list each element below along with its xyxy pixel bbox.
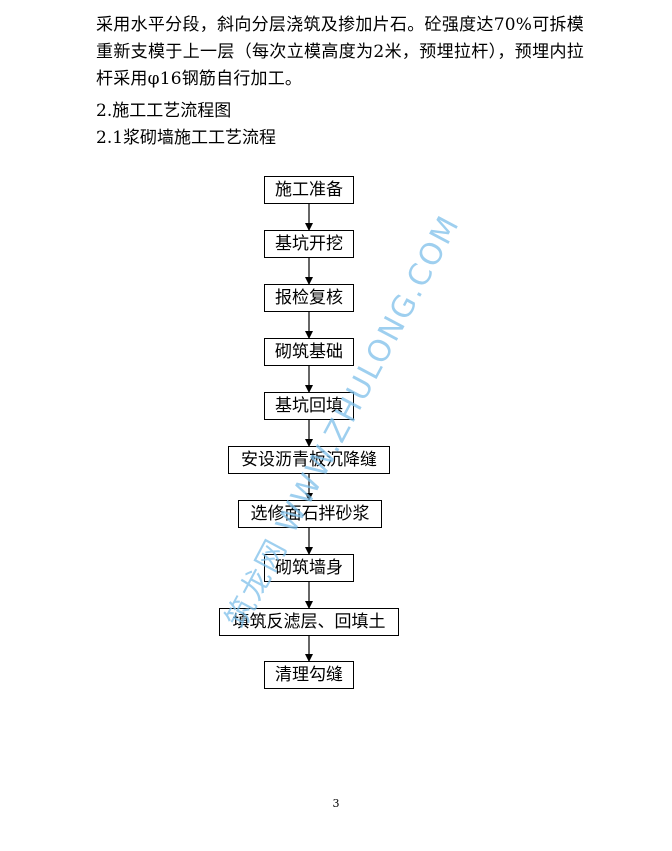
flow-step-4: 砌筑基础 bbox=[264, 338, 354, 366]
flow-step-9: 填筑反滤层、回填土 bbox=[219, 608, 399, 636]
subsection-heading: 2.1浆砌墙施工工艺流程 bbox=[96, 128, 277, 148]
flow-step-8: 砌筑墙身 bbox=[264, 554, 354, 582]
flow-step-1: 施工准备 bbox=[264, 176, 354, 204]
page-number: 3 bbox=[332, 797, 340, 810]
flow-step-5: 基坑回填 bbox=[264, 392, 354, 420]
flow-step-10: 清理勾缝 bbox=[264, 661, 354, 689]
flow-step-6: 安设沥青板沉降缝 bbox=[228, 446, 390, 474]
section-heading: 2.施工工艺流程图 bbox=[96, 101, 232, 121]
flow-step-3: 报检复核 bbox=[264, 284, 354, 312]
flow-step-2: 基坑开挖 bbox=[264, 230, 354, 258]
body-paragraph: 采用水平分段，斜向分层浇筑及掺加片石。砼强度达70%可拆模重新支模于上一层（每次… bbox=[96, 15, 584, 89]
flow-step-7: 选修面石拌砂浆 bbox=[238, 500, 382, 528]
